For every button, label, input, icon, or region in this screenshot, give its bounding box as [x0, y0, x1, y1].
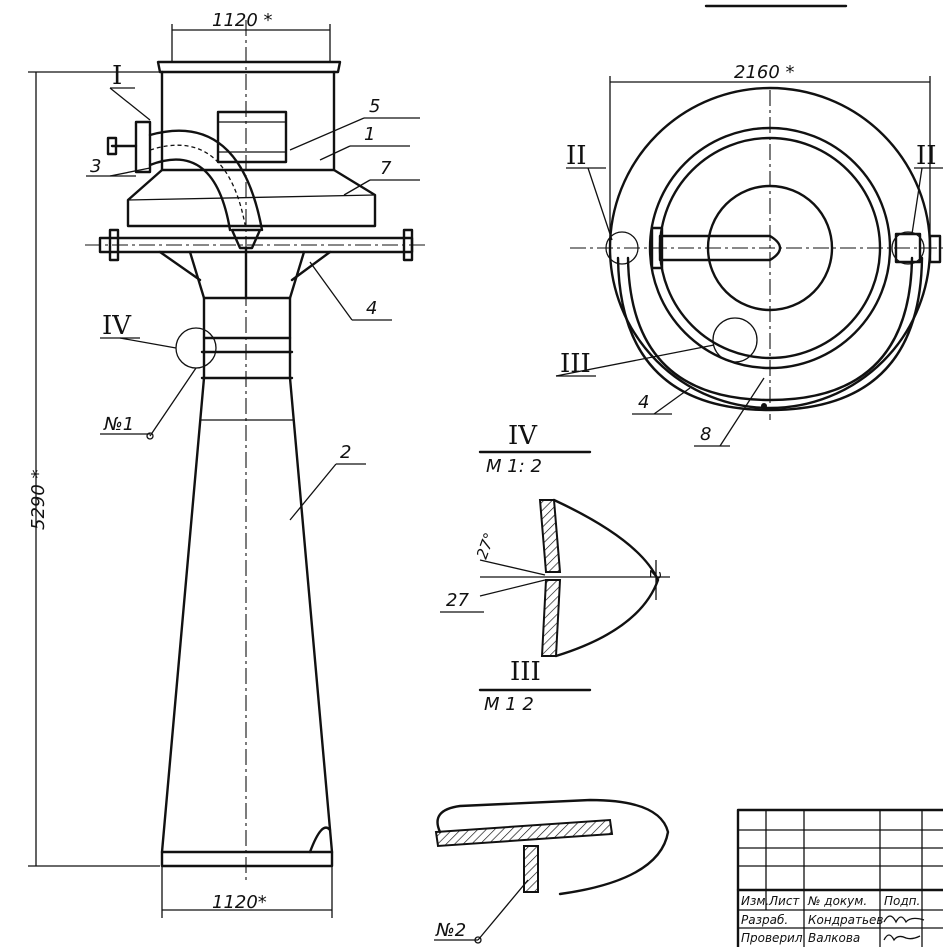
base-cutout — [308, 826, 332, 854]
detail-iv-title: IV — [508, 421, 538, 451]
weld-mark-1: №1 — [103, 414, 134, 435]
pos-1: 1 — [364, 124, 375, 145]
top-box-walls — [160, 70, 336, 172]
dim-plan-diameter: 2160 * — [734, 62, 795, 83]
tb-name-developer: Кондратьев — [808, 913, 884, 927]
tb-name-checker: Валкова — [808, 931, 860, 945]
pos-7: 7 — [380, 158, 392, 179]
plan-pipe — [658, 234, 782, 262]
tb-header-docnum: № докум. — [807, 894, 867, 908]
weld-mark-2: №2 — [435, 920, 466, 941]
mark-detail-ii-right: II — [916, 141, 937, 171]
mark-detail-ii-left: II — [566, 141, 587, 171]
mark-detail-iv: IV — [102, 311, 132, 341]
title-block: Изм. Лист № докум. Подп. Разраб. Кондрат… — [736, 808, 943, 947]
mark-detail-iii: III — [560, 349, 591, 379]
pos-4-side: 4 — [366, 298, 377, 319]
tb-header-change: Изм. — [741, 894, 769, 908]
tapered-tower — [160, 376, 334, 854]
hatch-window — [216, 110, 288, 164]
plan-bypass-pipe-outer — [616, 256, 924, 412]
plan-middle-ring — [648, 126, 892, 370]
tb-header-sign: Подп. — [884, 894, 920, 908]
dim-top-width: 1120 * — [212, 10, 273, 31]
detail-iv-scale: М 1: 2 — [486, 456, 542, 477]
curved-pipe-inner — [148, 158, 232, 232]
valve-body — [230, 228, 262, 250]
detail-iii-plate — [434, 818, 614, 848]
detail-iii-outline — [436, 798, 670, 896]
pos-5: 5 — [369, 96, 380, 117]
base-ring — [160, 850, 334, 868]
plan-view: 2160 * II II III 4 8 — [555, 62, 943, 447]
dim-bottom-width: 1120* — [212, 892, 267, 913]
detail-iii-circle — [712, 317, 758, 363]
detail-iii-rib — [523, 845, 539, 893]
signature-developer — [883, 915, 925, 924]
mark-detail-i: I — [112, 61, 122, 91]
top-flange — [156, 60, 342, 74]
pos-8: 8 — [700, 424, 711, 445]
signature-checker — [883, 934, 921, 942]
pipe-flange — [134, 120, 152, 174]
pos-3: 3 — [90, 156, 101, 177]
dim-overall-height: 5290 * — [28, 469, 49, 530]
detail-iv-outline — [552, 498, 660, 658]
detail-iii: III М 1 2 №2 — [434, 657, 670, 944]
pos-2: 2 — [340, 442, 351, 463]
tb-role-checker: Проверил — [741, 931, 803, 945]
detail-iii-title: III — [510, 657, 541, 687]
side-view: 1120 * 1120* 5290 * I 5 1 3 7 4 IV — [28, 10, 425, 918]
detail-iv-wall-upper — [538, 499, 562, 573]
pos-4-plan: 4 — [638, 392, 649, 413]
detail-iv: IV М 1: 2 2 27° 27 — [440, 421, 670, 658]
detail-iv-wall-lower — [540, 579, 562, 657]
tb-role-developer: Разраб. — [741, 913, 788, 927]
curved-pipe-outer — [148, 129, 264, 232]
detail-iii-scale: М 1 2 — [484, 694, 534, 715]
detail-iv-gap: 2 — [646, 570, 664, 580]
plan-inner-ring — [706, 184, 834, 312]
detail-iv-angle: 27° — [473, 530, 499, 561]
tb-header-sheet: Лист — [768, 894, 800, 908]
detail-iv-weld-leg: 27 — [446, 590, 469, 611]
detail-iv-circle — [175, 327, 217, 369]
